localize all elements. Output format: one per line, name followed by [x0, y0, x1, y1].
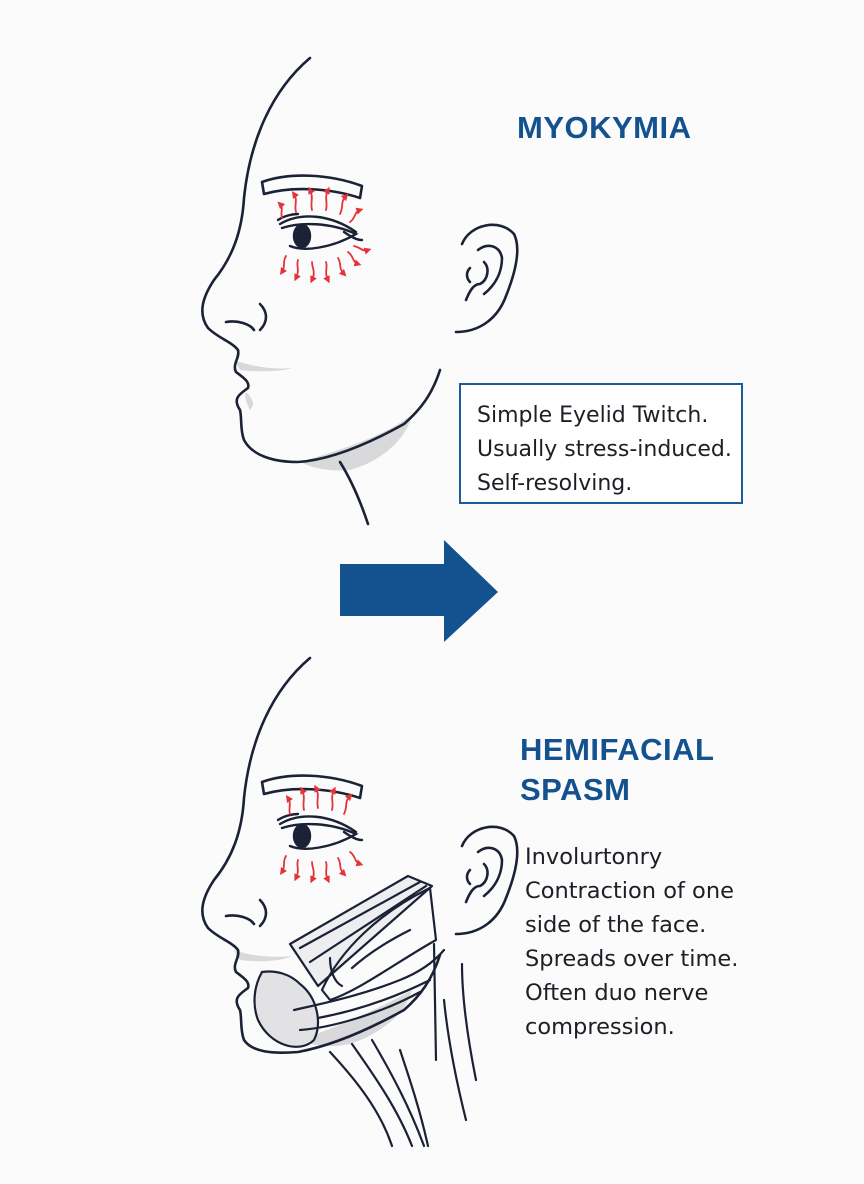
description-line: Simple Eyelid Twitch.	[477, 399, 741, 433]
eye-icon	[278, 814, 362, 849]
description-line: Often duo nerve	[525, 976, 738, 1010]
eye-icon	[278, 214, 362, 249]
title-line: SPASM	[520, 770, 714, 810]
description-line: side of the face.	[525, 908, 738, 942]
title-line: HEMIFACIAL	[520, 730, 714, 770]
description-line: Self-resolving.	[477, 467, 741, 501]
ear-icon	[456, 827, 517, 934]
face-profile-icon	[202, 58, 440, 524]
right-arrow-icon	[340, 540, 498, 642]
face-profile-icon	[202, 658, 440, 1053]
hemifacial-spasm-title: HEMIFACIAL SPASM	[520, 730, 714, 810]
description-line: Spreads over time.	[525, 942, 738, 976]
hemifacial-spasm-description: Involurtonry Contraction of one side of …	[525, 840, 738, 1044]
ear-icon	[456, 225, 517, 332]
description-line: Involurtonry	[525, 840, 738, 874]
myokymia-description-box: Simple Eyelid Twitch. Usually stress-ind…	[459, 383, 743, 504]
facial-muscles-icon	[255, 876, 476, 1146]
description-line: Contraction of one	[525, 874, 738, 908]
myokymia-title: MYOKYMIA	[517, 110, 692, 146]
description-line: Usually stress-induced.	[477, 433, 741, 467]
description-line: compression.	[525, 1010, 738, 1044]
